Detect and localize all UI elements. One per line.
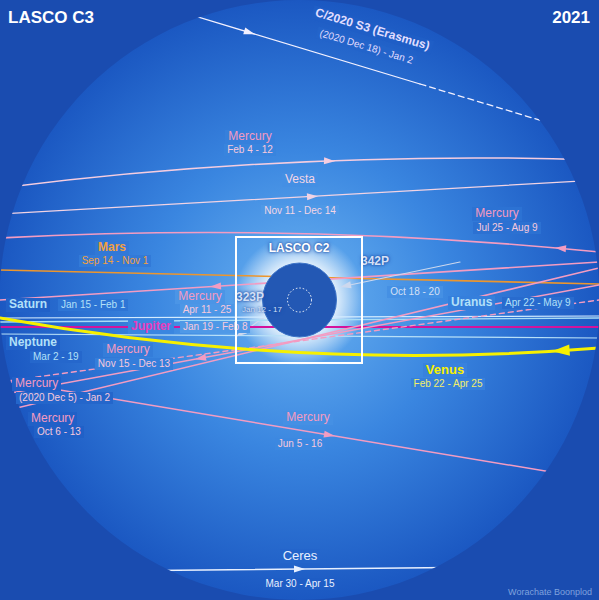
direction-arrow	[210, 283, 221, 291]
date-range: Feb 4 - 12	[224, 144, 276, 156]
direction-arrow	[324, 157, 335, 164]
planet-name: Mercury	[28, 412, 77, 426]
field-box: LASCO C2	[235, 236, 363, 364]
direction-arrow	[194, 354, 206, 363]
planet-name: Mercury	[225, 130, 274, 144]
field-label: LASCO C2	[269, 242, 330, 256]
date-range: Sep 14 - Nov 1	[79, 255, 152, 267]
asteroid-name: Vesta	[282, 173, 318, 187]
planet-name: Uranus	[448, 296, 495, 310]
comet-path	[420, 84, 599, 138]
date-range: (2020 Dec 5) - Jan 2	[16, 392, 113, 404]
date-range: Apr 11 - 25	[180, 304, 235, 316]
comet-path	[155, 4, 420, 84]
direction-arrow	[324, 431, 336, 440]
date-range: Mar 2 - 19	[30, 351, 82, 363]
comet-name: 323P	[236, 291, 264, 305]
direction-arrow	[294, 565, 305, 572]
date-range: Feb 22 - Apr 25	[411, 378, 486, 390]
date-range: Jun 5 - 16	[275, 438, 325, 450]
date-range: Nov 15 - Dec 13	[95, 358, 173, 370]
date-range: Jan 19 - Feb 8	[180, 321, 250, 333]
planet-path	[0, 380, 599, 480]
direction-arrow	[307, 193, 318, 201]
planet-name: Mercury	[175, 290, 224, 304]
planet-name: Mercury	[283, 411, 332, 425]
direction-arrow	[339, 281, 351, 290]
occulter-disc	[263, 263, 337, 337]
date-range: Apr 22 - May 9	[502, 297, 574, 309]
planet-name: Jupiter	[128, 320, 174, 334]
planet-name: Venus	[423, 363, 467, 378]
direction-arrow	[552, 345, 570, 357]
year-label: 2021	[552, 8, 590, 28]
date-range: Oct 6 - 13	[34, 426, 84, 438]
date-range: Jan 15 - Feb 1	[58, 299, 128, 311]
planet-name: Mercury	[472, 207, 521, 221]
asteroid-name: Ceres	[280, 549, 321, 564]
sun-outline	[288, 288, 312, 312]
planet-name: Neptune	[6, 336, 60, 350]
chart-title: LASCO C3	[8, 8, 94, 28]
planet-name: Mercury	[103, 343, 152, 357]
corona-glow	[234, 234, 366, 366]
date-range: Mar 30 - Apr 15	[263, 578, 338, 590]
planet-path	[0, 158, 599, 188]
direction-arrow	[555, 244, 567, 252]
comet-name: 342P	[361, 255, 389, 269]
date-range: Nov 11 - Dec 14	[261, 205, 339, 217]
date-range: Jul 25 - Aug 9	[473, 222, 540, 234]
planet-name: Mars	[95, 241, 129, 255]
watermark: Worachate Boonplod	[508, 587, 592, 597]
planet-name: Mercury	[12, 377, 61, 391]
date-range: Oct 18 - 20	[387, 286, 442, 298]
direction-arrow	[243, 28, 256, 38]
planet-name: Saturn	[6, 298, 50, 312]
date-range: Jan 12 - 17	[242, 305, 282, 314]
